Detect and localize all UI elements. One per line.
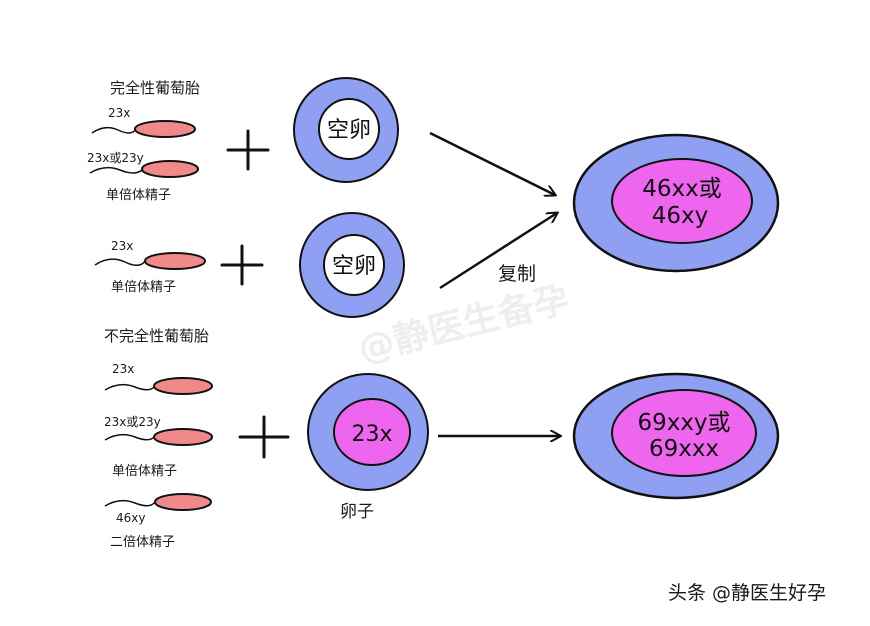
egg-caption: 卵子 [340,502,374,522]
arrow-converge-bottom [439,213,557,290]
diploid-sperm-kind: 二倍体精子 [110,535,176,550]
result-69-line2: 69xxx [649,436,719,462]
result-69-line1: 69xxy或 [637,410,730,436]
empty-egg-1-label: 空卵 [327,118,371,143]
sperm-partial-1-label: 23x [112,362,135,376]
plus-icon [220,244,264,286]
result-46-line1: 46xx或 [642,176,722,202]
sperm-complete-kind-1: 单倍体精子 [106,188,172,203]
plus-icon [226,129,270,171]
sperm-partial-2 [104,428,213,446]
sperm-complete-3 [94,252,206,270]
sperm-partial-1 [104,377,213,395]
egg-23x-label: 23x [351,422,392,447]
sperm-complete-1 [91,120,196,138]
empty-egg-2: 空卵 [299,212,405,318]
empty-egg-2-label: 空卵 [332,254,376,279]
result-46: 46xx或 46xy [572,133,780,273]
sperm-complete-2 [89,160,199,178]
result-69: 69xxy或 69xxx [572,372,780,500]
sperm-partial-2-label: 23x或23y [104,415,161,429]
sperm-complete-2-label: 23x或23y [87,151,144,165]
sperm-complete-1-label: 23x [108,106,131,120]
egg-23x: 23x [307,373,429,491]
plus-icon [238,415,290,459]
haploid-sperm-kind: 单倍体精子 [112,464,178,479]
sperm-partial-3-label: 46xy [116,511,146,525]
arrow-converge-top [429,131,555,195]
replication-label: 复制 [498,263,537,285]
partial-mole-title: 不完全性葡萄胎 [104,327,210,345]
sperm-complete-kind-2: 单倍体精子 [111,280,177,295]
sperm-partial-3 [104,493,212,511]
empty-egg-1: 空卵 [293,77,399,183]
result-46-line2: 46xy [652,203,709,229]
source-credit: 头条 @静医生好孕 [668,582,827,604]
sperm-complete-3-label: 23x [111,239,134,253]
complete-mole-title: 完全性葡萄胎 [110,79,201,97]
